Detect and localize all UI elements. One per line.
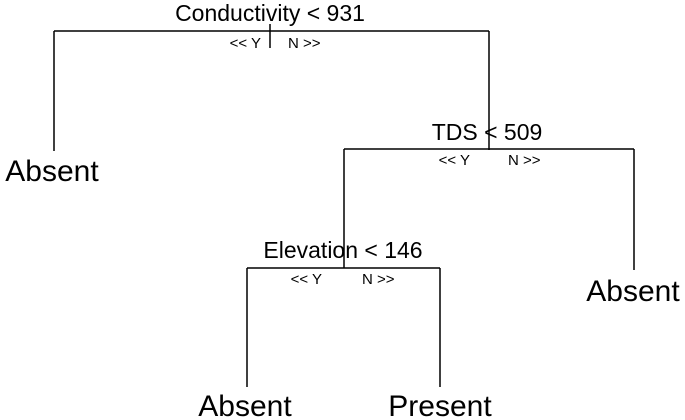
root-node: Conductivity < 931 << Y N >> (53, 0, 490, 151)
leaf-elevation-yes: Absent (198, 390, 292, 420)
tds-yes-label: << Y (439, 152, 470, 169)
tds-split-label: TDS < 509 (432, 119, 543, 145)
leaf-root-yes: Absent (5, 155, 99, 188)
elevation-no-label: N >> (362, 271, 395, 288)
tds-node: TDS < 509 << Y N >> (343, 119, 635, 270)
root-split-label: Conductivity < 931 (175, 0, 365, 26)
elevation-split-label: Elevation < 146 (263, 237, 422, 263)
tds-no-label: N >> (508, 152, 541, 169)
root-no-label: N >> (288, 35, 321, 52)
elevation-yes-label: << Y (291, 271, 322, 288)
elevation-node: Elevation < 146 << Y N >> (246, 237, 441, 387)
root-yes-label: << Y (230, 35, 261, 52)
leaf-tds-no: Absent (586, 275, 680, 308)
leaf-elevation-no: Present (388, 390, 492, 420)
